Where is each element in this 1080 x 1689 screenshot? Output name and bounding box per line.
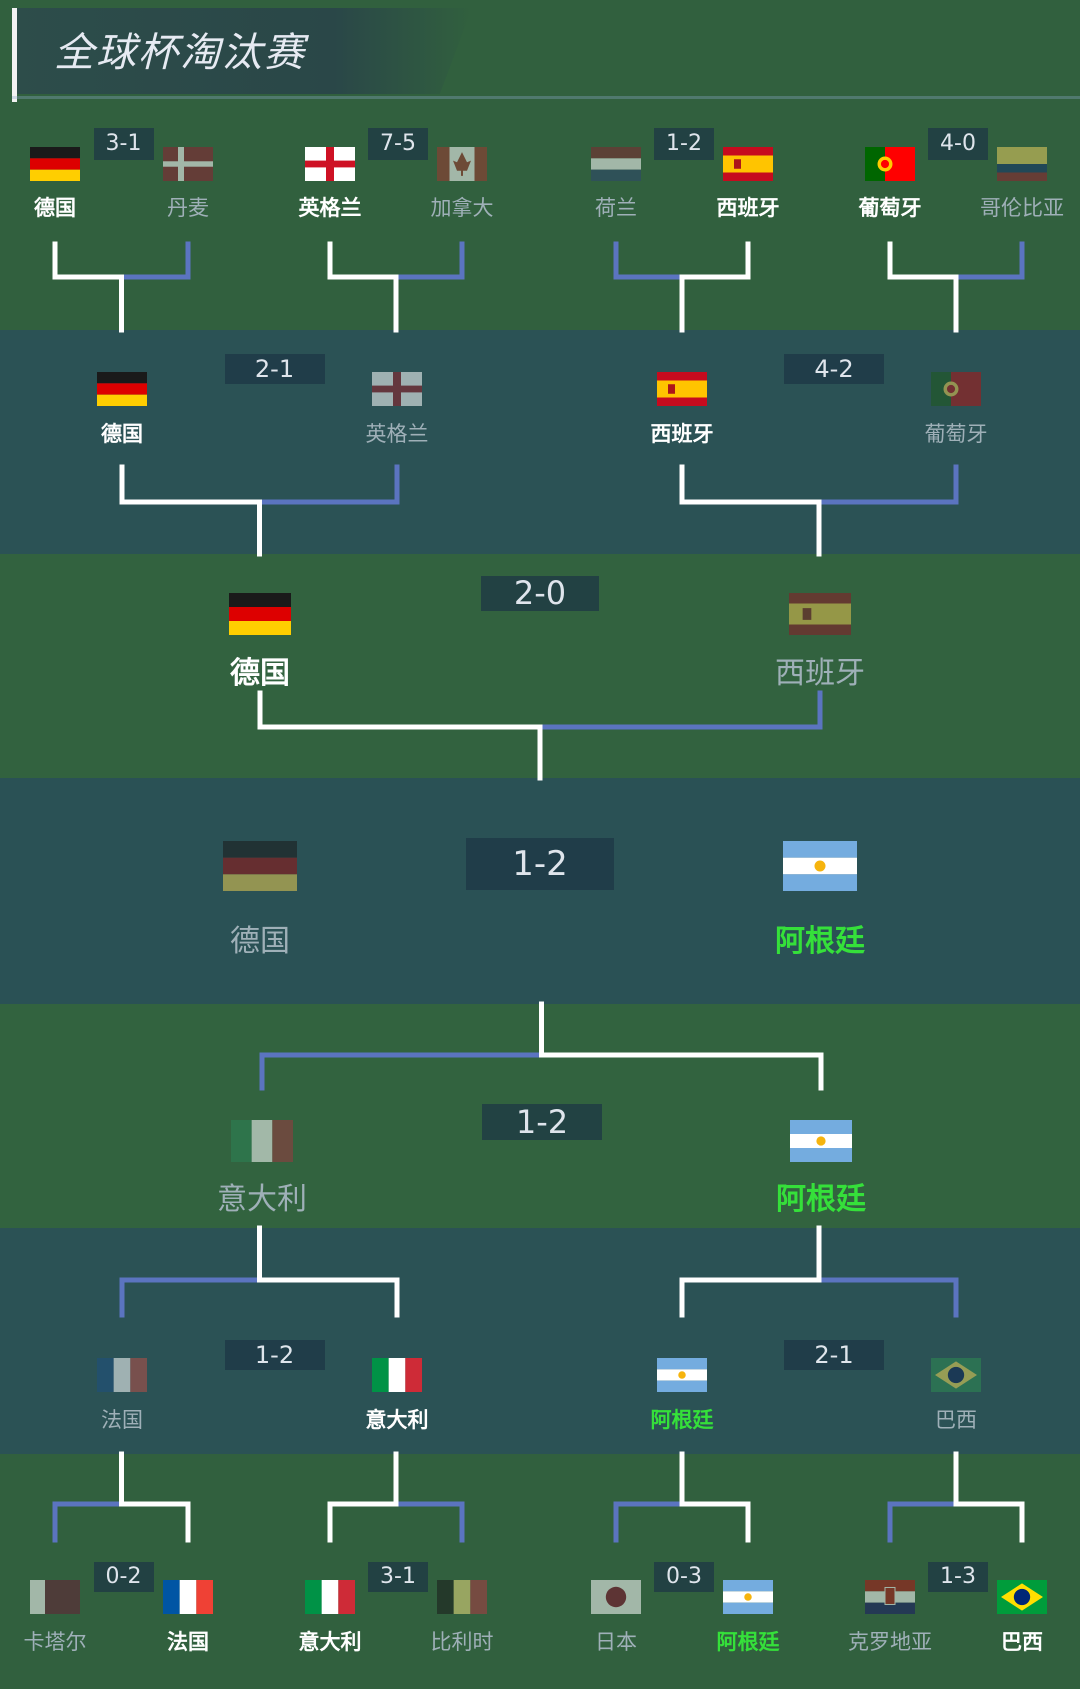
bottom-r16-2-left-name: 日本 (595, 1630, 637, 1654)
bottom-r16-0-left-flag-qatar (30, 1580, 80, 1614)
bottom-r16-1-right-name: 比利时 (430, 1630, 494, 1654)
top-qf-0-left-flag-germany (97, 372, 147, 406)
bottom-qf-0-left-flag-france (97, 1358, 147, 1392)
top-qf-0-right-flag-england (372, 372, 422, 406)
top-r16-3-score: 4-0 (928, 128, 988, 160)
top-qf-0-right-name: 英格兰 (365, 422, 429, 446)
top-sf-left-name: 德国 (230, 656, 290, 691)
top-r16-1-right-name: 加拿大 (430, 196, 494, 220)
top-qf-1-right-flag-portugal (931, 372, 981, 406)
top-qf-1-score: 4-2 (784, 354, 884, 384)
bottom-qf-1-right-name: 巴西 (935, 1408, 977, 1432)
bottom-r16-0-right-flag-france (163, 1580, 213, 1614)
top-r16-0-right-name: 丹麦 (167, 196, 209, 220)
top-r16-1-left-flag-england (305, 147, 355, 181)
band-6 (0, 1454, 1080, 1689)
top-sf-right-name: 西班牙 (775, 656, 865, 691)
bottom-r16-0-score: 0-2 (93, 1562, 154, 1592)
top-r16-2-left-name: 荷兰 (595, 196, 637, 220)
final-left-flag-germany (223, 841, 297, 891)
bottom-qf-1-score: 2-1 (784, 1340, 884, 1370)
top-r16-2-right-flag-spain (723, 147, 773, 181)
bottom-r16-3-left-name: 克罗地亚 (848, 1630, 932, 1654)
top-r16-0-score: 3-1 (93, 128, 154, 160)
final-score: 1-2 (466, 838, 614, 890)
bottom-r16-3-right-name: 巴西 (1001, 1630, 1043, 1654)
final-right-flag-argentina (783, 841, 857, 891)
final-left-name: 德国 (230, 924, 290, 959)
bottom-r16-3-left-flag-croatia (865, 1580, 915, 1614)
top-sf-score: 2-0 (481, 576, 599, 611)
top-qf-1-left-flag-spain (657, 372, 707, 406)
top-r16-3-left-name: 葡萄牙 (858, 196, 922, 220)
top-r16-3-right-name: 哥伦比亚 (980, 196, 1064, 220)
top-r16-1-left-name: 英格兰 (298, 196, 362, 220)
header-divider (12, 96, 1080, 99)
bottom-qf-1-left-name: 阿根廷 (650, 1408, 714, 1432)
top-r16-2-right-name: 西班牙 (716, 196, 780, 220)
bottom-sf-right-flag-argentina (790, 1120, 852, 1162)
page-title: 全球杯淘汰赛 (54, 30, 306, 76)
top-qf-0-left-name: 德国 (101, 422, 143, 446)
top-qf-0-score: 2-1 (224, 354, 325, 384)
bottom-qf-0-left-name: 法国 (101, 1408, 143, 1432)
header-panel (12, 8, 472, 94)
band-1 (0, 330, 1080, 554)
top-r16-0-right-flag-denmark (163, 147, 213, 181)
top-sf-right-flag-spain (789, 593, 851, 635)
band-3 (0, 778, 1080, 1004)
bottom-r16-0-left-name: 卡塔尔 (23, 1630, 87, 1654)
bottom-qf-1-left-flag-argentina (657, 1358, 707, 1392)
top-qf-1-left-name: 西班牙 (650, 422, 714, 446)
top-r16-3-left-flag-portugal (865, 147, 915, 181)
header-accent-bar (12, 8, 17, 102)
bottom-qf-1-right-flag-brazil (931, 1358, 981, 1392)
bottom-r16-1-right-flag-belgium (437, 1580, 487, 1614)
bottom-r16-3-right-flag-brazil (997, 1580, 1047, 1614)
band-5 (0, 1228, 1080, 1454)
bottom-r16-2-right-flag-argentina (723, 1580, 773, 1614)
bottom-r16-2-score: 0-3 (654, 1562, 714, 1592)
final-right-name: 阿根廷 (775, 924, 865, 959)
bottom-r16-2-right-name: 阿根廷 (716, 1630, 780, 1654)
bottom-sf-left-flag-italy (231, 1120, 293, 1162)
bottom-qf-0-score: 1-2 (224, 1340, 325, 1370)
bottom-r16-3-score: 1-3 (928, 1562, 988, 1592)
top-r16-2-score: 1-2 (654, 128, 714, 160)
top-r16-2-left-flag-netherlands (591, 147, 641, 181)
top-qf-1-right-name: 葡萄牙 (924, 422, 988, 446)
bottom-sf-left-name: 意大利 (217, 1182, 307, 1217)
top-r16-1-right-flag-canada (437, 147, 487, 181)
top-sf-left-flag-germany (229, 593, 291, 635)
bottom-r16-1-score: 3-1 (368, 1562, 428, 1592)
bottom-qf-0-right-flag-italy (372, 1358, 422, 1392)
top-r16-0-left-flag-germany (30, 147, 80, 181)
top-r16-0-left-name: 德国 (34, 196, 76, 220)
top-r16-1-score: 7-5 (368, 128, 428, 160)
bottom-sf-score: 1-2 (482, 1104, 602, 1140)
bottom-r16-2-left-flag-japan (591, 1580, 641, 1614)
bottom-r16-1-left-flag-italy (305, 1580, 355, 1614)
bottom-r16-1-left-name: 意大利 (298, 1630, 362, 1654)
bottom-sf-right-name: 阿根廷 (776, 1182, 866, 1217)
bottom-r16-0-right-name: 法国 (167, 1630, 209, 1654)
top-r16-3-right-flag-colombia (997, 147, 1047, 181)
bottom-qf-0-right-name: 意大利 (365, 1408, 429, 1432)
